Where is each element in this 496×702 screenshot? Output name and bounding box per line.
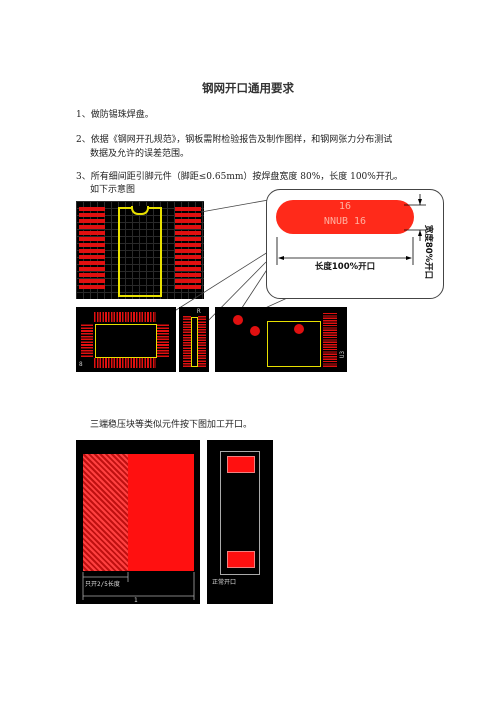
qfp-body-outline (95, 324, 157, 358)
qfp-designator: 8 (79, 361, 83, 368)
fine-pitch-body-outline (267, 321, 321, 367)
item-2-number: 2、 (76, 135, 91, 145)
full-length-label: 1 (134, 597, 138, 604)
narrow-right-pins (198, 315, 206, 367)
soic-body-outline (118, 207, 162, 297)
narrow-designator: R (197, 308, 201, 315)
qfp-left-pins (81, 324, 93, 357)
item-3-continuation: 如下示意图 (90, 185, 136, 195)
qfp-bottom-pins (94, 358, 156, 368)
regulator-pcb-image: 只开2/5长度 1 (76, 440, 200, 604)
mount-pad-3 (294, 324, 304, 334)
qfp-right-pins (157, 324, 169, 357)
page-title: 钢网开口通用要求 (202, 81, 294, 95)
enlarged-pad-label-2: NNUB 16 (323, 216, 367, 227)
figure-2-caption: 三端稳压块等类似元件按下图加工开口。 (90, 420, 253, 430)
qfp-pcb-image: 8 (76, 307, 176, 372)
item-1: 1、做防锡珠焊盘。 (76, 109, 154, 122)
fine-pitch-pcb-image: U3 (215, 307, 347, 372)
narrow-left-pins (183, 315, 191, 367)
normal-opening-top-pad (227, 456, 255, 473)
item-1-text: 做防锡珠焊盘。 (90, 110, 154, 120)
normal-opening-outline (220, 451, 260, 575)
normal-opening-bottom-pad (227, 551, 255, 568)
soic-pcb-image (76, 201, 204, 299)
two-fifths-length-label: 只开2/5长度 (85, 581, 120, 588)
item-2-text: 依据《钢网开孔规范》，钢板需附检验报告及制作图样，和钢网张力分布测试 (90, 135, 393, 145)
item-2-continuation: 数据及允许的误差范围。 (90, 149, 190, 159)
item-3-number: 3、 (76, 172, 91, 182)
enlarged-pad-label-1: 16 (338, 201, 352, 212)
normal-opening-label: 正常开口 (212, 579, 237, 586)
width-80-label: 宽度80%开口 (423, 224, 433, 280)
item-3: 3、所有细间距引脚元件（脚距≤0.65mm）按焊盘宽度 80%，长度 100%开… (76, 171, 403, 184)
soic-notch (131, 206, 149, 215)
item-3-text: 所有细间距引脚元件（脚距≤0.65mm）按焊盘宽度 80%，长度 100%开孔。 (90, 172, 403, 182)
fine-pitch-pins (323, 313, 337, 367)
regulator-dimension-lines (82, 572, 195, 600)
narrow-pcb-image: R (179, 307, 209, 372)
mount-pad-2 (250, 326, 260, 336)
length-100-label: 长度100%开口 (314, 262, 376, 272)
item-1-number: 1、 (76, 110, 91, 120)
normal-opening-pcb-image: 正常开口 (207, 440, 273, 604)
qfp-top-pins (94, 312, 156, 322)
enlarged-pad (276, 200, 414, 234)
mount-pad-1 (233, 315, 243, 325)
narrow-body-outline (191, 317, 198, 367)
item-2: 2、依据《钢网开孔规范》，钢板需附检验报告及制作图样，和钢网张力分布测试 (76, 134, 392, 147)
fine-pitch-designator: U3 (339, 350, 347, 359)
solid-opening (128, 454, 194, 571)
hatched-opening (83, 454, 128, 571)
